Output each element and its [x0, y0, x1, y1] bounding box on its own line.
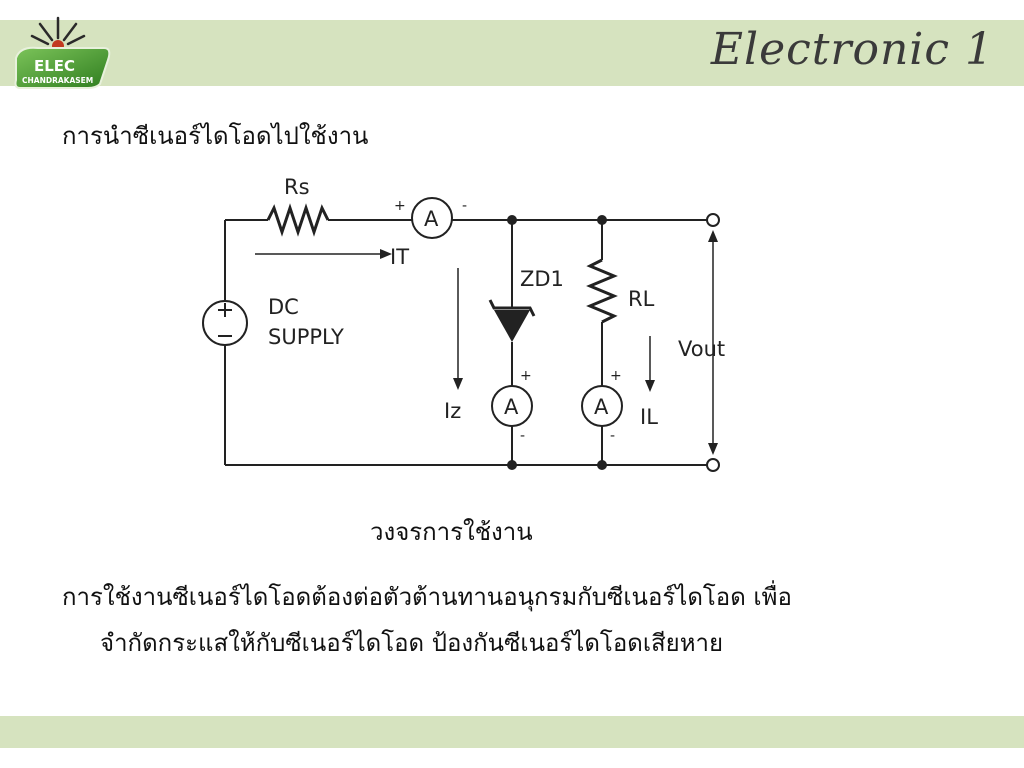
paragraph-line-2: จำกัดกระแสให้กับซีเนอร์ไดโอด ป้องกันซีเน… [100, 629, 724, 657]
dc-label-line2: SUPPLY [268, 325, 344, 349]
diagram-caption: วงจรการใช้งาน [370, 518, 533, 546]
zener-circuit-diagram: Rs IT DC SUPPLY ZD1 RL Vout Iz IL A A A … [202, 175, 725, 472]
ammeter-total [411, 197, 453, 239]
resistor-rl [586, 258, 618, 324]
vout-label: Vout [678, 337, 725, 361]
vout-arrowhead-top [708, 230, 718, 242]
vout-arrowhead-bottom [708, 443, 718, 455]
ammeter-zener-plus: + [520, 368, 532, 384]
paragraph-line-1: การใช้งานซีเนอร์ไดโอดต้องต่อตัวต้านทานอน… [62, 583, 792, 611]
output-terminal-top [706, 213, 720, 227]
zd1-label: ZD1 [520, 267, 564, 291]
logo-subtext: CHANDRAKASEM [22, 76, 93, 85]
ammeter-load-label: A [594, 395, 609, 419]
resistor-rs [266, 203, 330, 237]
il-label: IL [640, 405, 658, 429]
junction-dot [507, 460, 517, 470]
sunburst-icon [30, 16, 86, 46]
footer-band [0, 716, 1024, 748]
rs-label: Rs [284, 175, 310, 199]
junction-dot [597, 460, 607, 470]
elec-logo: ELEC CHANDRAKASEM [14, 16, 111, 89]
header-band [0, 20, 1024, 86]
it-label: IT [390, 245, 409, 269]
iz-arrowhead [453, 378, 463, 390]
il-arrowhead [645, 380, 655, 392]
slide-heading: การนำซีเนอร์ไดโอดไปใช้งาน [62, 122, 369, 150]
ammeter-load-plus: + [610, 368, 622, 384]
output-terminal-bottom [706, 458, 720, 472]
it-arrowhead [380, 249, 392, 259]
iz-label: Iz [444, 399, 461, 423]
ammeter-zener-label: A [504, 395, 519, 419]
brand-title: Electronic 1 [710, 24, 994, 75]
zener-diode [494, 310, 530, 342]
junction-dot [597, 215, 607, 225]
ammeter-total-minus: - [462, 198, 467, 214]
ammeter-load-minus: - [610, 428, 615, 444]
ammeter-zener-minus: - [520, 428, 525, 444]
rl-label: RL [628, 287, 655, 311]
description-paragraph: การใช้งานซีเนอร์ไดโอดต้องต่อตัวต้านทานอน… [62, 574, 962, 666]
junction-dot [507, 215, 517, 225]
ammeter-total-plus: + [394, 198, 406, 214]
dc-label-line1: DC [268, 295, 299, 319]
logo-text: ELEC [34, 57, 75, 75]
zener-cathode-bar [488, 299, 536, 317]
ammeter-total-label: A [424, 207, 439, 231]
